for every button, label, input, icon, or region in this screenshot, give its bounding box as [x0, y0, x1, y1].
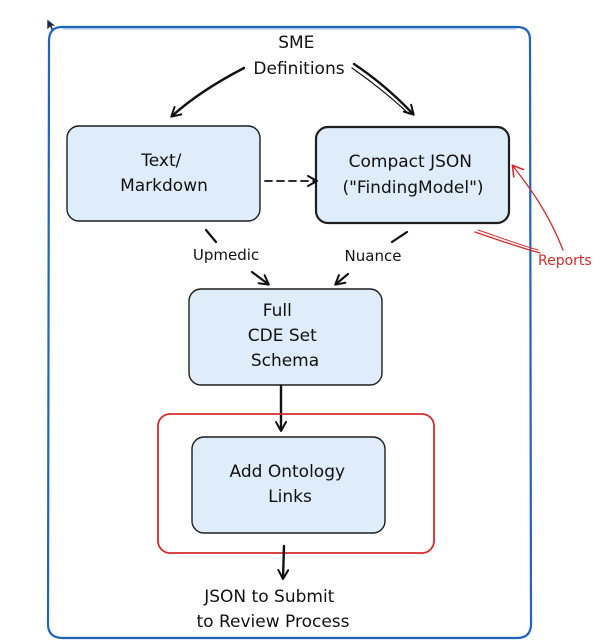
mouse-cursor-icon: [46, 18, 57, 33]
svg-text:Full CDE Set Schem: Full CDE Set Schema: [248, 301, 322, 371]
svg-text:Add Ontology Links: Add Ontology Links: [230, 462, 351, 507]
arrow-sme-to-text: [170, 66, 246, 118]
compact-json-line-1: Compact JSON: [349, 152, 472, 172]
json-submit-label: JSON to Submit to Review Process: [196, 587, 349, 632]
ontology-line-2: Links: [268, 487, 312, 507]
box-add-ontology-links: Add Ontology Links: [191, 436, 386, 534]
arrow-reports-1: [511, 164, 564, 251]
json-submit-line-2: to Review Process: [196, 612, 349, 632]
cde-line-1: Full: [263, 301, 292, 321]
ontology-line-1: Add Ontology: [230, 462, 346, 482]
cde-line-2: CDE Set: [248, 326, 317, 346]
arrow-text-to-cde: [204, 228, 218, 244]
arrow-json-to-cde: [390, 230, 409, 244]
cde-line-3: Schema: [251, 351, 319, 371]
json-submit-line-1: JSON to Submit: [203, 587, 334, 607]
compact-json-line-2: ("FindingModel"): [342, 178, 483, 198]
text-markdown-line-1: Text/: [140, 151, 181, 171]
sme-label-line-2: Definitions: [253, 59, 344, 79]
box-full-cde-schema: Full CDE Set Schema: [188, 288, 383, 386]
nuance-label: Nuance: [345, 247, 402, 265]
svg-text:Compact JSON ("FindingMo: Compact JSON ("FindingModel"): [342, 152, 483, 198]
arrow-ontology-to-output: [277, 544, 290, 580]
arrow-reports-2: [474, 231, 541, 254]
reports-label: Reports: [538, 253, 592, 269]
ontology-highlight-frame: [157, 413, 435, 554]
sme-definitions-label: SME Definitions: [253, 33, 344, 79]
text-markdown-line-2: Markdown: [120, 176, 208, 196]
box-compact-json: Compact JSON ("FindingModel"): [314, 125, 511, 225]
svg-text:Text/ Markdown: Text/ Markdown: [120, 151, 208, 196]
sme-label-line-1: SME: [278, 33, 314, 53]
outer-frame: [46, 25, 533, 640]
box-text-markdown: Text/ Markdown: [66, 125, 261, 222]
arrow-sme-to-json: [352, 62, 415, 116]
upmedic-label: Upmedic: [193, 246, 259, 264]
arrow-nuance-to-cde: [334, 272, 350, 286]
arrow-upmedic-to-cde: [250, 270, 270, 286]
